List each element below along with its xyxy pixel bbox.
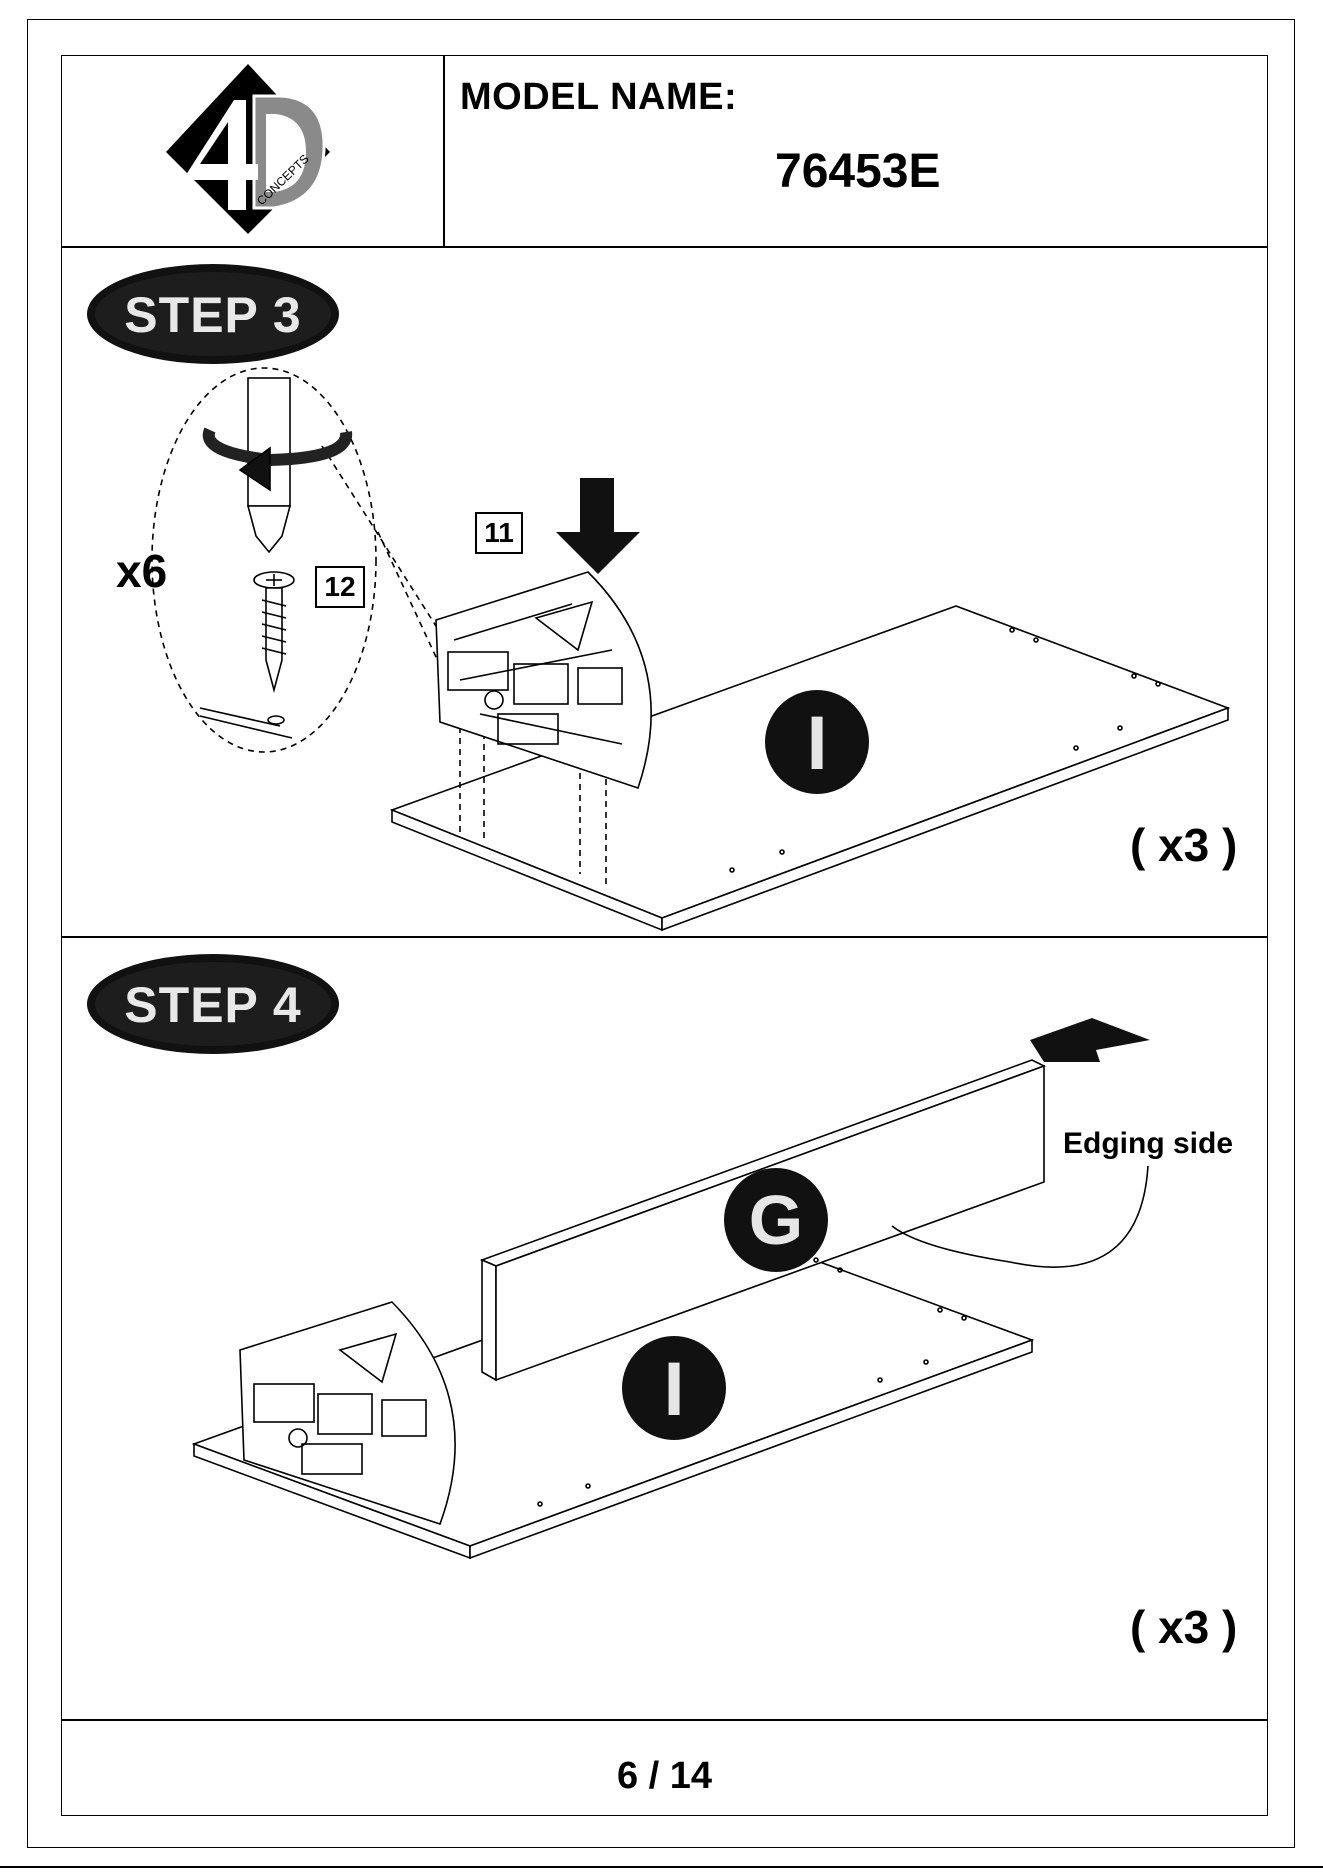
step-3-label: STEP 3: [86, 286, 340, 344]
panel-i-step4-badge: I: [622, 1336, 726, 1440]
step-4-badge: STEP 4: [86, 952, 340, 1056]
edging-side-note: Edging side: [1063, 1127, 1233, 1161]
bottom-rule: [0, 1866, 1323, 1868]
header-bottom-rule: [61, 246, 1268, 248]
step-3-badge: STEP 3: [86, 262, 340, 366]
step-3-quantity: ( x3 ): [1130, 818, 1237, 872]
brand-logo: CONCEPTS: [162, 60, 334, 238]
model-number: 76453E: [775, 144, 941, 199]
screw-multiplier: x6: [116, 544, 167, 598]
header-divider: [443, 55, 445, 247]
step-4-quantity: ( x3 ): [1130, 1600, 1237, 1654]
part-11-callout: 11: [475, 512, 523, 554]
panel-i-badge: I: [765, 690, 869, 794]
step-4-label: STEP 4: [86, 976, 340, 1034]
page-number: 6 / 14: [61, 1755, 1268, 1798]
step-divider: [61, 936, 1268, 938]
footer-rule: [61, 1719, 1268, 1721]
model-name-label: MODEL NAME:: [460, 76, 737, 119]
board-g-badge: G: [724, 1168, 828, 1272]
part-12-callout: 12: [315, 566, 365, 608]
logo-icon: [162, 60, 334, 238]
